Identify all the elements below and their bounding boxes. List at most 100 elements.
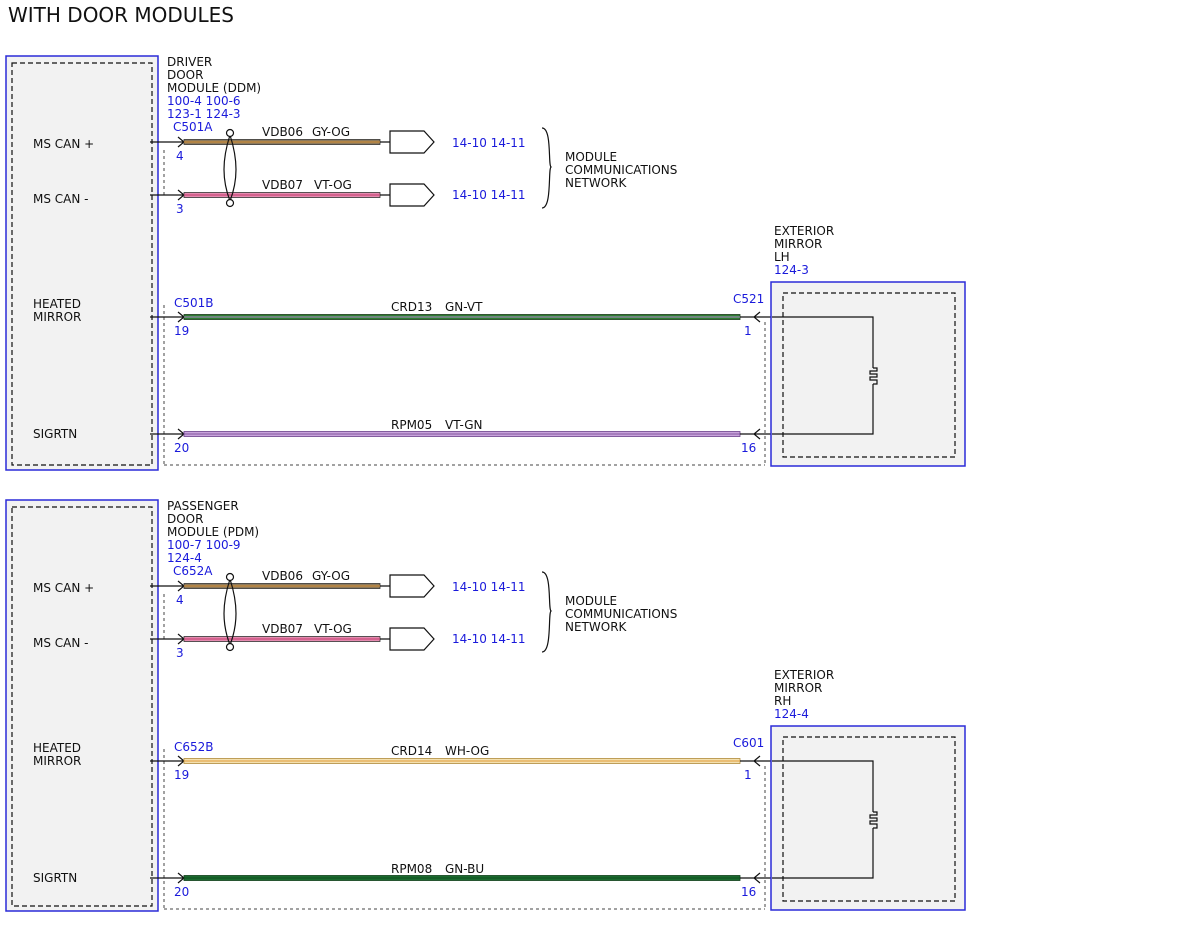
- mirror-lh-box: [770, 281, 966, 467]
- crd13-circuit: CRD13: [391, 300, 432, 314]
- mirror-lh-pin16-number: 16: [741, 441, 756, 455]
- pdm-vdb07-color: VT-OG: [314, 622, 352, 636]
- ddm-name-3: MODULE (DDM): [167, 81, 261, 95]
- ddm-name-1: DRIVER: [167, 55, 212, 69]
- bottom-section: MS CAN + MS CAN - HEATED MIRROR SIGRTN P…: [5, 499, 966, 912]
- pdm-module-box: [5, 499, 159, 912]
- ddm-pin4-number: 4: [176, 149, 184, 163]
- pdm-vdb06-color: GY-OG: [312, 569, 350, 583]
- mirror-rh-name-3: RH: [774, 694, 791, 708]
- pdm-pin-ms-can-plus: MS CAN +: [33, 581, 94, 595]
- mirror-lh-name-1: EXTERIOR: [774, 224, 834, 238]
- vdb06-color: GY-OG: [312, 125, 350, 139]
- pdm-connector-outline: [163, 594, 766, 910]
- mirror-lh-pin16-stub: [740, 428, 772, 440]
- vdb07-connector-arrow: [380, 183, 435, 207]
- rpm08-circuit: RPM08: [391, 862, 432, 876]
- crd14-circuit: CRD14: [391, 744, 432, 758]
- ddm-connector-a[interactable]: C501A: [173, 120, 213, 134]
- ddm-pin20-number: 20: [174, 441, 189, 455]
- ddm-connector-outline: [163, 150, 766, 466]
- pdm-twist-bottom-dot: [225, 642, 235, 652]
- vdb07-refs[interactable]: 14-10 14-11: [452, 188, 526, 202]
- rpm05-color: VT-GN: [445, 418, 482, 432]
- pdm-pin-ms-can-minus: MS CAN -: [33, 636, 89, 650]
- pdm-name-3: MODULE (PDM): [167, 525, 259, 539]
- twist-bottom-dot: [225, 198, 235, 208]
- ddm-module-box: [5, 55, 159, 471]
- twist-top-dot: [225, 128, 235, 138]
- network-label-3: NETWORK: [565, 176, 628, 190]
- ddm-ref-1[interactable]: 100-4 100-6: [167, 94, 241, 108]
- ddm-pin-ms-can-plus: MS CAN +: [33, 137, 94, 151]
- mirror-rh-heater-icon: [869, 811, 878, 829]
- mirror-rh-box: [770, 725, 966, 911]
- network-brace: [541, 127, 553, 209]
- pdm-vdb06-connector-arrow: [380, 574, 435, 598]
- mirror-lh-name-2: MIRROR: [774, 237, 822, 251]
- ddm-pin-sigrtn: SIGRTN: [33, 427, 77, 441]
- pdm-name-1: PASSENGER: [167, 499, 239, 513]
- mirror-lh-name-3: LH: [774, 250, 790, 264]
- pdm-pin-sigrtn: SIGRTN: [33, 871, 77, 885]
- mirror-rh-connector[interactable]: C601: [733, 736, 764, 750]
- pdm-ref-1[interactable]: 100-7 100-9: [167, 538, 241, 552]
- pdm-vdb06-refs[interactable]: 14-10 14-11: [452, 580, 526, 594]
- ddm-pin19-number: 19: [174, 324, 189, 338]
- ddm-ref-2[interactable]: 123-1 124-3: [167, 107, 241, 121]
- network-label-1: MODULE: [565, 150, 617, 164]
- mirror-rh-circuit: [772, 760, 874, 879]
- mirror-rh-pin16-stub: [740, 872, 772, 884]
- mirror-rh-ref[interactable]: 124-4: [774, 707, 809, 721]
- rpm05-circuit: RPM05: [391, 418, 432, 432]
- pdm-pin4-number: 4: [176, 593, 184, 607]
- ddm-pin3-number: 3: [176, 202, 184, 216]
- pdm-vdb07-refs[interactable]: 14-10 14-11: [452, 632, 526, 646]
- vdb06-connector-arrow: [380, 130, 435, 154]
- ddm-pin-heated: HEATED: [33, 297, 81, 311]
- pdm-module-inner: [11, 506, 153, 907]
- mirror-lh-connector[interactable]: C521: [733, 292, 764, 306]
- top-section: MS CAN + MS CAN - HEATED MIRROR SIGRTN D…: [5, 55, 966, 471]
- mirror-lh-pin1-stub: [740, 311, 772, 323]
- mirror-lh-ref[interactable]: 124-3: [774, 263, 809, 277]
- mirror-lh-circuit: [772, 316, 874, 435]
- pdm-network-label-2: COMMUNICATIONS: [565, 607, 677, 621]
- pdm-connector-b[interactable]: C652B: [174, 740, 214, 754]
- vdb06-refs[interactable]: 14-10 14-11: [452, 136, 526, 150]
- pdm-pin-mirror: MIRROR: [33, 754, 81, 768]
- pdm-twist-top-dot: [225, 572, 235, 582]
- mirror-rh-pin16-number: 16: [741, 885, 756, 899]
- pdm-connector-a[interactable]: C652A: [173, 564, 213, 578]
- network-label-2: COMMUNICATIONS: [565, 163, 677, 177]
- pdm-pin-heated: HEATED: [33, 741, 81, 755]
- pdm-vdb07-connector-arrow: [380, 627, 435, 651]
- vdb07-circuit: VDB07: [262, 178, 303, 192]
- ddm-pin-ms-can-minus: MS CAN -: [33, 192, 89, 206]
- rpm08-color: GN-BU: [445, 862, 484, 876]
- pdm-network-label-1: MODULE: [565, 594, 617, 608]
- pdm-vdb06-circuit: VDB06: [262, 569, 303, 583]
- mirror-lh-pin1-number: 1: [744, 324, 752, 338]
- mirror-lh-heater-icon: [869, 367, 878, 385]
- mirror-rh-name-2: MIRROR: [774, 681, 822, 695]
- pdm-ref-2[interactable]: 124-4: [167, 551, 202, 565]
- mirror-rh-pin1-stub: [740, 755, 772, 767]
- pdm-vdb07-circuit: VDB07: [262, 622, 303, 636]
- ddm-pin-mirror: MIRROR: [33, 310, 81, 324]
- mirror-rh-pin1-number: 1: [744, 768, 752, 782]
- mirror-rh-name-1: EXTERIOR: [774, 668, 834, 682]
- vdb07-color: VT-OG: [314, 178, 352, 192]
- pdm-pin20-number: 20: [174, 885, 189, 899]
- crd14-color: WH-OG: [445, 744, 489, 758]
- diagram-title: WITH DOOR MODULES: [8, 3, 234, 27]
- crd13-color: GN-VT: [445, 300, 483, 314]
- ddm-connector-b[interactable]: C501B: [174, 296, 214, 310]
- pdm-twisted-pair-symbol: [223, 578, 237, 646]
- twisted-pair-symbol: [223, 134, 237, 202]
- pdm-network-brace: [541, 571, 553, 653]
- pdm-name-2: DOOR: [167, 512, 203, 526]
- vdb06-circuit: VDB06: [262, 125, 303, 139]
- pdm-pin19-number: 19: [174, 768, 189, 782]
